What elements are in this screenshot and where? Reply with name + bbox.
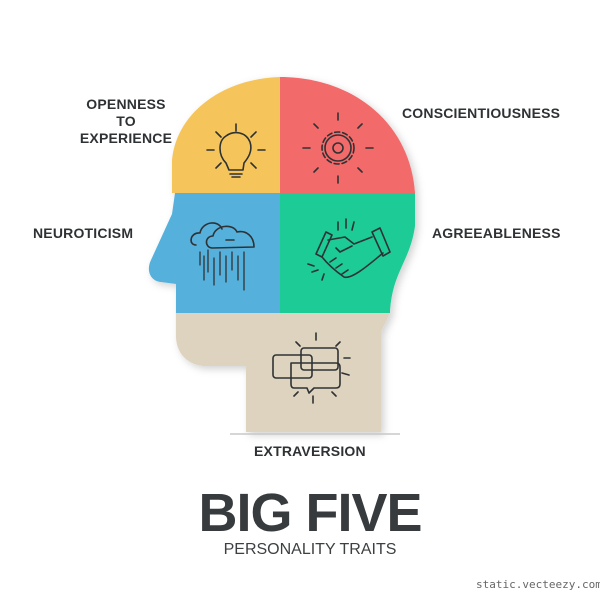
agreeableness-segment bbox=[280, 193, 415, 313]
extraversion-label: EXTRAVERSION bbox=[254, 443, 366, 459]
openness-label: OPENNESS TO EXPERIENCE bbox=[79, 96, 173, 146]
subtitle: PERSONALITY TRAITS bbox=[223, 541, 397, 558]
conscientiousness-label: CONSCIENTIOUSNESS bbox=[402, 105, 561, 121]
neuroticism-label: NEUROTICISM bbox=[33, 225, 134, 241]
speech-bubbles-icon bbox=[272, 332, 351, 404]
agreeableness-label: AGREEABLENESS bbox=[432, 225, 561, 241]
neuroticism-segment bbox=[148, 193, 280, 313]
lightbulb-icon bbox=[206, 123, 266, 178]
openness-segment bbox=[172, 77, 280, 193]
title: BIG FIVE bbox=[198, 483, 422, 543]
watermark: static.vecteezy.com bbox=[476, 578, 600, 591]
handshake-icon bbox=[307, 218, 391, 281]
extraversion-segment bbox=[176, 313, 390, 432]
gear-icon bbox=[302, 112, 374, 184]
rain-cloud-icon bbox=[190, 222, 255, 291]
